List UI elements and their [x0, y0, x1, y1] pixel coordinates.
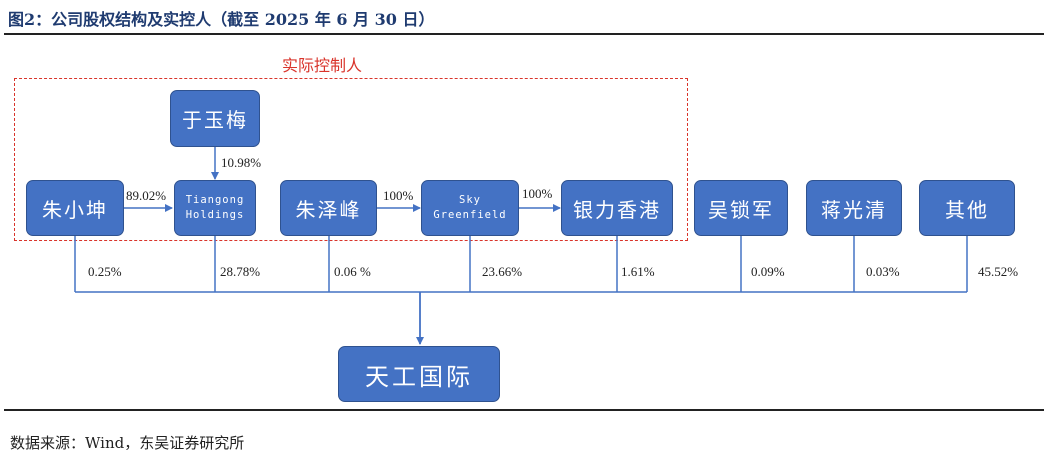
node-tiangong-holdings: Tiangong Holdings	[174, 180, 256, 236]
stake-yinli-hk: 1.61%	[621, 264, 655, 279]
label-zhu-to-holdings: 89.02%	[126, 188, 167, 203]
stake-zhu-zefeng: 0.06 %	[334, 264, 371, 279]
node-wu-suojun: 吴锁军	[694, 180, 788, 236]
stake-jiang-guangqing: 0.03%	[866, 264, 900, 279]
node-sky-greenfield: Sky Greenfield	[421, 180, 519, 236]
stake-others: 45.52%	[978, 264, 1019, 279]
node-zhu-xiaokun: 朱小坤	[26, 180, 124, 236]
stake-tiangong-holdings: 28.78%	[220, 264, 261, 279]
top-rule	[4, 33, 1044, 35]
stake-zhu-xiaokun: 0.25%	[88, 264, 122, 279]
actual-controller-box	[14, 78, 688, 241]
label-sky-to-yinli: 100%	[522, 186, 553, 201]
bottom-rule	[4, 409, 1044, 411]
source-note: 数据来源：Wind，东吴证券研究所	[10, 434, 245, 452]
stake-sky-greenfield: 23.66%	[482, 264, 523, 279]
node-others: 其他	[919, 180, 1015, 236]
label-zefeng-to-sky: 100%	[383, 188, 414, 203]
figure-title: 图2：公司股权结构及实控人（截至 2025 年 6 月 30 日）	[8, 10, 435, 29]
actual-controller-label: 实际控制人	[282, 56, 363, 75]
node-tiangong-intl: 天工国际	[338, 346, 500, 402]
label-yu-to-holdings: 10.98%	[221, 155, 262, 170]
stake-wu-suojun: 0.09%	[751, 264, 785, 279]
node-yinli-hk: 银力香港	[561, 180, 673, 236]
node-zhu-zefeng: 朱泽峰	[280, 180, 377, 236]
node-yu-yumei: 于玉梅	[170, 90, 260, 147]
node-jiang-guangqing: 蒋光清	[806, 180, 902, 236]
